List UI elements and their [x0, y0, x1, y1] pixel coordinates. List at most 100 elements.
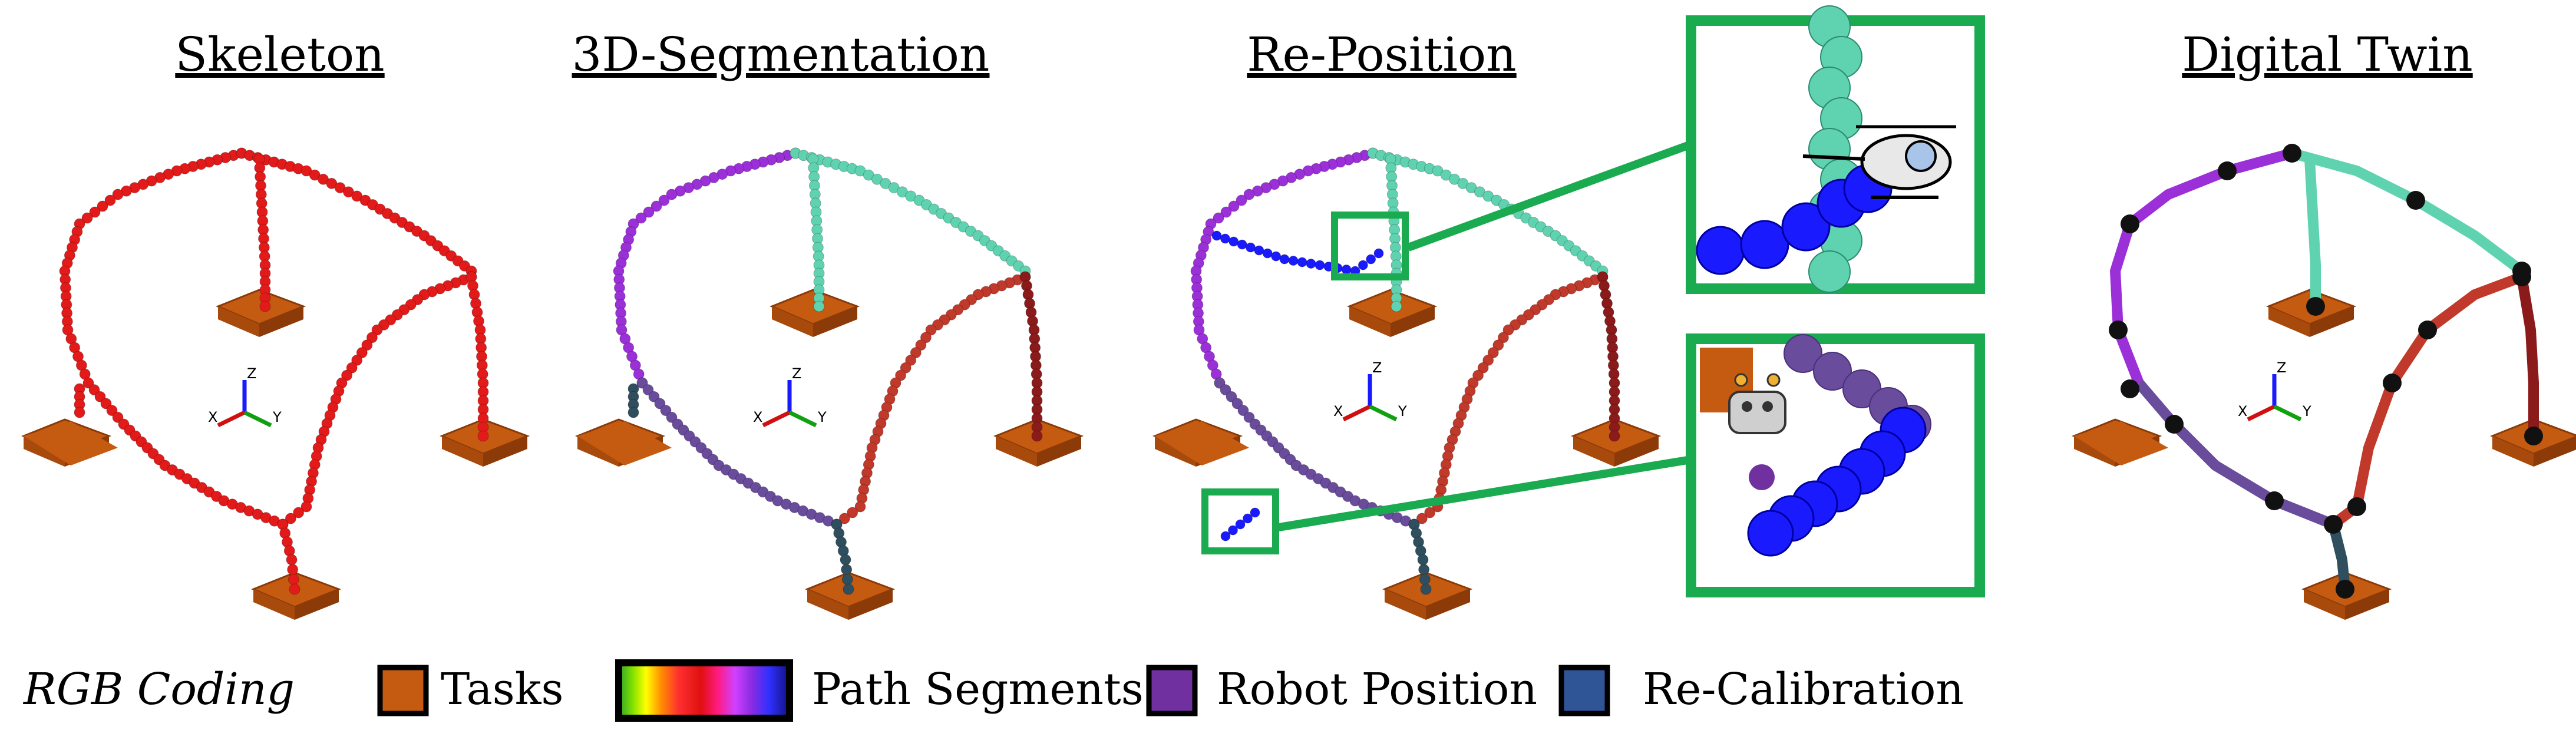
- twin-node: [2383, 374, 2402, 392]
- z-axis-label: Z: [1372, 359, 1382, 376]
- task-pad: [2074, 421, 2168, 465]
- segment-point: [841, 573, 853, 585]
- reposition-point: [1358, 260, 1368, 270]
- twin-node: [2524, 427, 2543, 445]
- twin-node: [2324, 515, 2343, 534]
- reposition-point: [1279, 254, 1290, 265]
- segment-point: [847, 507, 858, 518]
- segment-point: [654, 398, 666, 409]
- task-pad-side: [2304, 589, 2345, 620]
- legend-swatch-tasks: [377, 665, 429, 716]
- task-pad-side: [295, 589, 339, 620]
- segment-point: [1418, 564, 1430, 576]
- path-point: [285, 513, 296, 524]
- task-pad-side: [807, 589, 848, 620]
- segment-point: [895, 369, 907, 381]
- reposition-point: [1220, 531, 1231, 541]
- twin-node: [2512, 267, 2531, 286]
- task-pad-side: [2268, 306, 2310, 337]
- task-pad-side: [1385, 589, 1426, 620]
- panel-title-reposition: Re-Position: [1247, 27, 1516, 82]
- reposition-point: [1246, 242, 1256, 253]
- path-point: [341, 369, 353, 381]
- twin-segment: [2110, 148, 2294, 385]
- y-axis: [1369, 404, 1398, 422]
- legend-label-recalibration: Re-Calibration: [1643, 664, 1964, 715]
- highlight-box-top: [1331, 212, 1409, 280]
- task-pad-side: [2492, 436, 2534, 467]
- twin-segment: [2330, 272, 2524, 529]
- task-pad-side: [1391, 306, 1435, 337]
- reposition-point: [1262, 248, 1273, 259]
- segment-point: [648, 391, 660, 402]
- path-point: [287, 564, 299, 576]
- segment-point: [1420, 583, 1432, 595]
- y-axis-label: Y: [817, 409, 827, 425]
- segment-point: [900, 362, 911, 374]
- twin-node: [2165, 415, 2184, 434]
- segment-point: [915, 339, 927, 351]
- legend-title: RGB Coding: [22, 664, 295, 715]
- y-axis: [2273, 404, 2302, 422]
- y-axis-label: Y: [272, 409, 282, 425]
- twin-node: [2418, 321, 2437, 339]
- twin-node: [2265, 491, 2284, 510]
- path-point: [81, 212, 93, 224]
- path-point: [112, 189, 124, 200]
- z-axis-label: Z: [2277, 359, 2286, 376]
- path-point: [293, 507, 305, 518]
- x-axis: [1342, 404, 1371, 422]
- segment-point: [1231, 398, 1243, 409]
- reposition-point: [1235, 519, 1246, 530]
- segment-point: [841, 564, 853, 576]
- segment-point: [1417, 554, 1429, 566]
- x-axis-label: X: [1333, 403, 1343, 419]
- path-point: [286, 554, 298, 566]
- path-point: [288, 573, 299, 585]
- segment-point: [1482, 354, 1494, 366]
- reposition-point: [1254, 245, 1264, 256]
- segment-point: [1226, 391, 1237, 402]
- twin-segment: [2304, 158, 2321, 306]
- reposition-point: [1781, 202, 1831, 252]
- legend-label-tasks: Tasks: [441, 664, 564, 715]
- reposition-panel: Z X Y: [1152, 147, 1662, 620]
- reposition-point: [1243, 513, 1253, 524]
- reposition-point: [1220, 233, 1230, 244]
- task-pad: [577, 421, 672, 465]
- robot-eye: [1762, 401, 1773, 412]
- path-point: [477, 430, 489, 442]
- segment-point: [1243, 189, 1255, 200]
- y-axis-label: Y: [1398, 403, 1407, 419]
- task-pad-side: [1614, 436, 1659, 467]
- task-pad-side: [1155, 436, 1196, 467]
- twin-node: [2406, 191, 2425, 210]
- task-pad-side: [772, 306, 813, 337]
- path-point: [300, 501, 312, 513]
- task-pad-side: [483, 436, 527, 467]
- path-point: [100, 398, 112, 409]
- segment-point: [905, 354, 917, 366]
- y-axis: [243, 410, 272, 428]
- twin-node: [2218, 161, 2237, 180]
- path-point: [346, 362, 358, 374]
- segment-point: [650, 200, 662, 212]
- zoom-connector-top: [1406, 140, 1693, 252]
- reposition-point: [1297, 257, 1307, 267]
- y-axis-label: Y: [2302, 403, 2311, 419]
- segment-point: [1497, 332, 1509, 343]
- path-point: [351, 354, 363, 366]
- task-pad-side: [2345, 589, 2389, 620]
- task-pad: [24, 421, 118, 465]
- panel-title-digital-twin: Digital Twin: [2182, 27, 2472, 82]
- segment-point: [1472, 369, 1484, 381]
- reposition-point: [1315, 260, 1325, 270]
- segment-point: [840, 554, 851, 566]
- task-pad-side: [1037, 436, 1081, 467]
- path-point: [104, 194, 116, 206]
- robot-icon: [1728, 373, 1786, 490]
- segment-point: [1813, 352, 1852, 391]
- twin-segment: [2328, 523, 2350, 590]
- zoom-connector-bottom: [1277, 455, 1692, 531]
